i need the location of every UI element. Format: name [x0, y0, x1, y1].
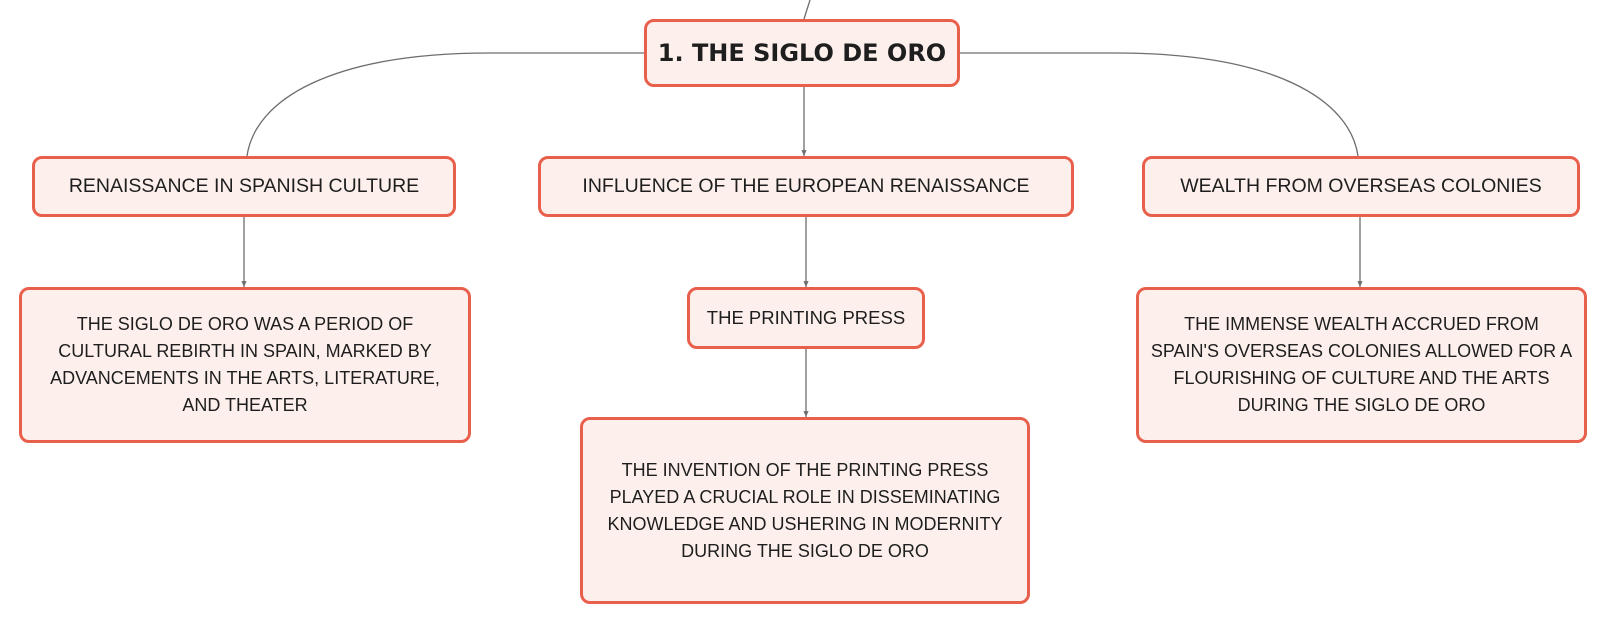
connector-root-to-renaissance: [246, 52, 644, 157]
node-label: RENAISSANCE IN SPANISH CULTURE: [68, 175, 420, 197]
node-label: THE IMMENSE WEALTH ACCRUED FROM SPAIN'S …: [1150, 314, 1573, 415]
connector-parent-to-root: [803, 0, 811, 20]
root-node[interactable]: 1. THE SIGLO DE ORO: [644, 19, 960, 87]
node-renaissance-in-spanish-culture[interactable]: RENAISSANCE IN SPANISH CULTURE: [32, 156, 456, 217]
node-the-printing-press[interactable]: THE PRINTING PRESS: [687, 287, 925, 349]
connector-root-to-wealth: [960, 52, 1359, 157]
node-influence-of-european-renaissance[interactable]: INFLUENCE OF THE EUROPEAN RENAISSANCE: [538, 156, 1074, 217]
root-node-label: 1. THE SIGLO DE ORO: [657, 39, 947, 67]
node-label: THE PRINTING PRESS: [706, 307, 906, 328]
node-label: WEALTH FROM OVERSEAS COLONIES: [1180, 175, 1542, 197]
node-colonial-wealth-description[interactable]: THE IMMENSE WEALTH ACCRUED FROM SPAIN'S …: [1136, 287, 1587, 443]
node-label: INFLUENCE OF THE EUROPEAN RENAISSANCE: [582, 175, 1030, 197]
node-label: THE SIGLO DE ORO WAS A PERIOD OF CULTURA…: [50, 314, 440, 415]
node-cultural-rebirth-description[interactable]: THE SIGLO DE ORO WAS A PERIOD OF CULTURA…: [19, 287, 471, 443]
node-label: THE INVENTION OF THE PRINTING PRESS PLAY…: [607, 459, 1003, 561]
node-wealth-from-overseas-colonies[interactable]: WEALTH FROM OVERSEAS COLONIES: [1142, 156, 1580, 217]
node-printing-press-description[interactable]: THE INVENTION OF THE PRINTING PRESS PLAY…: [580, 417, 1030, 604]
